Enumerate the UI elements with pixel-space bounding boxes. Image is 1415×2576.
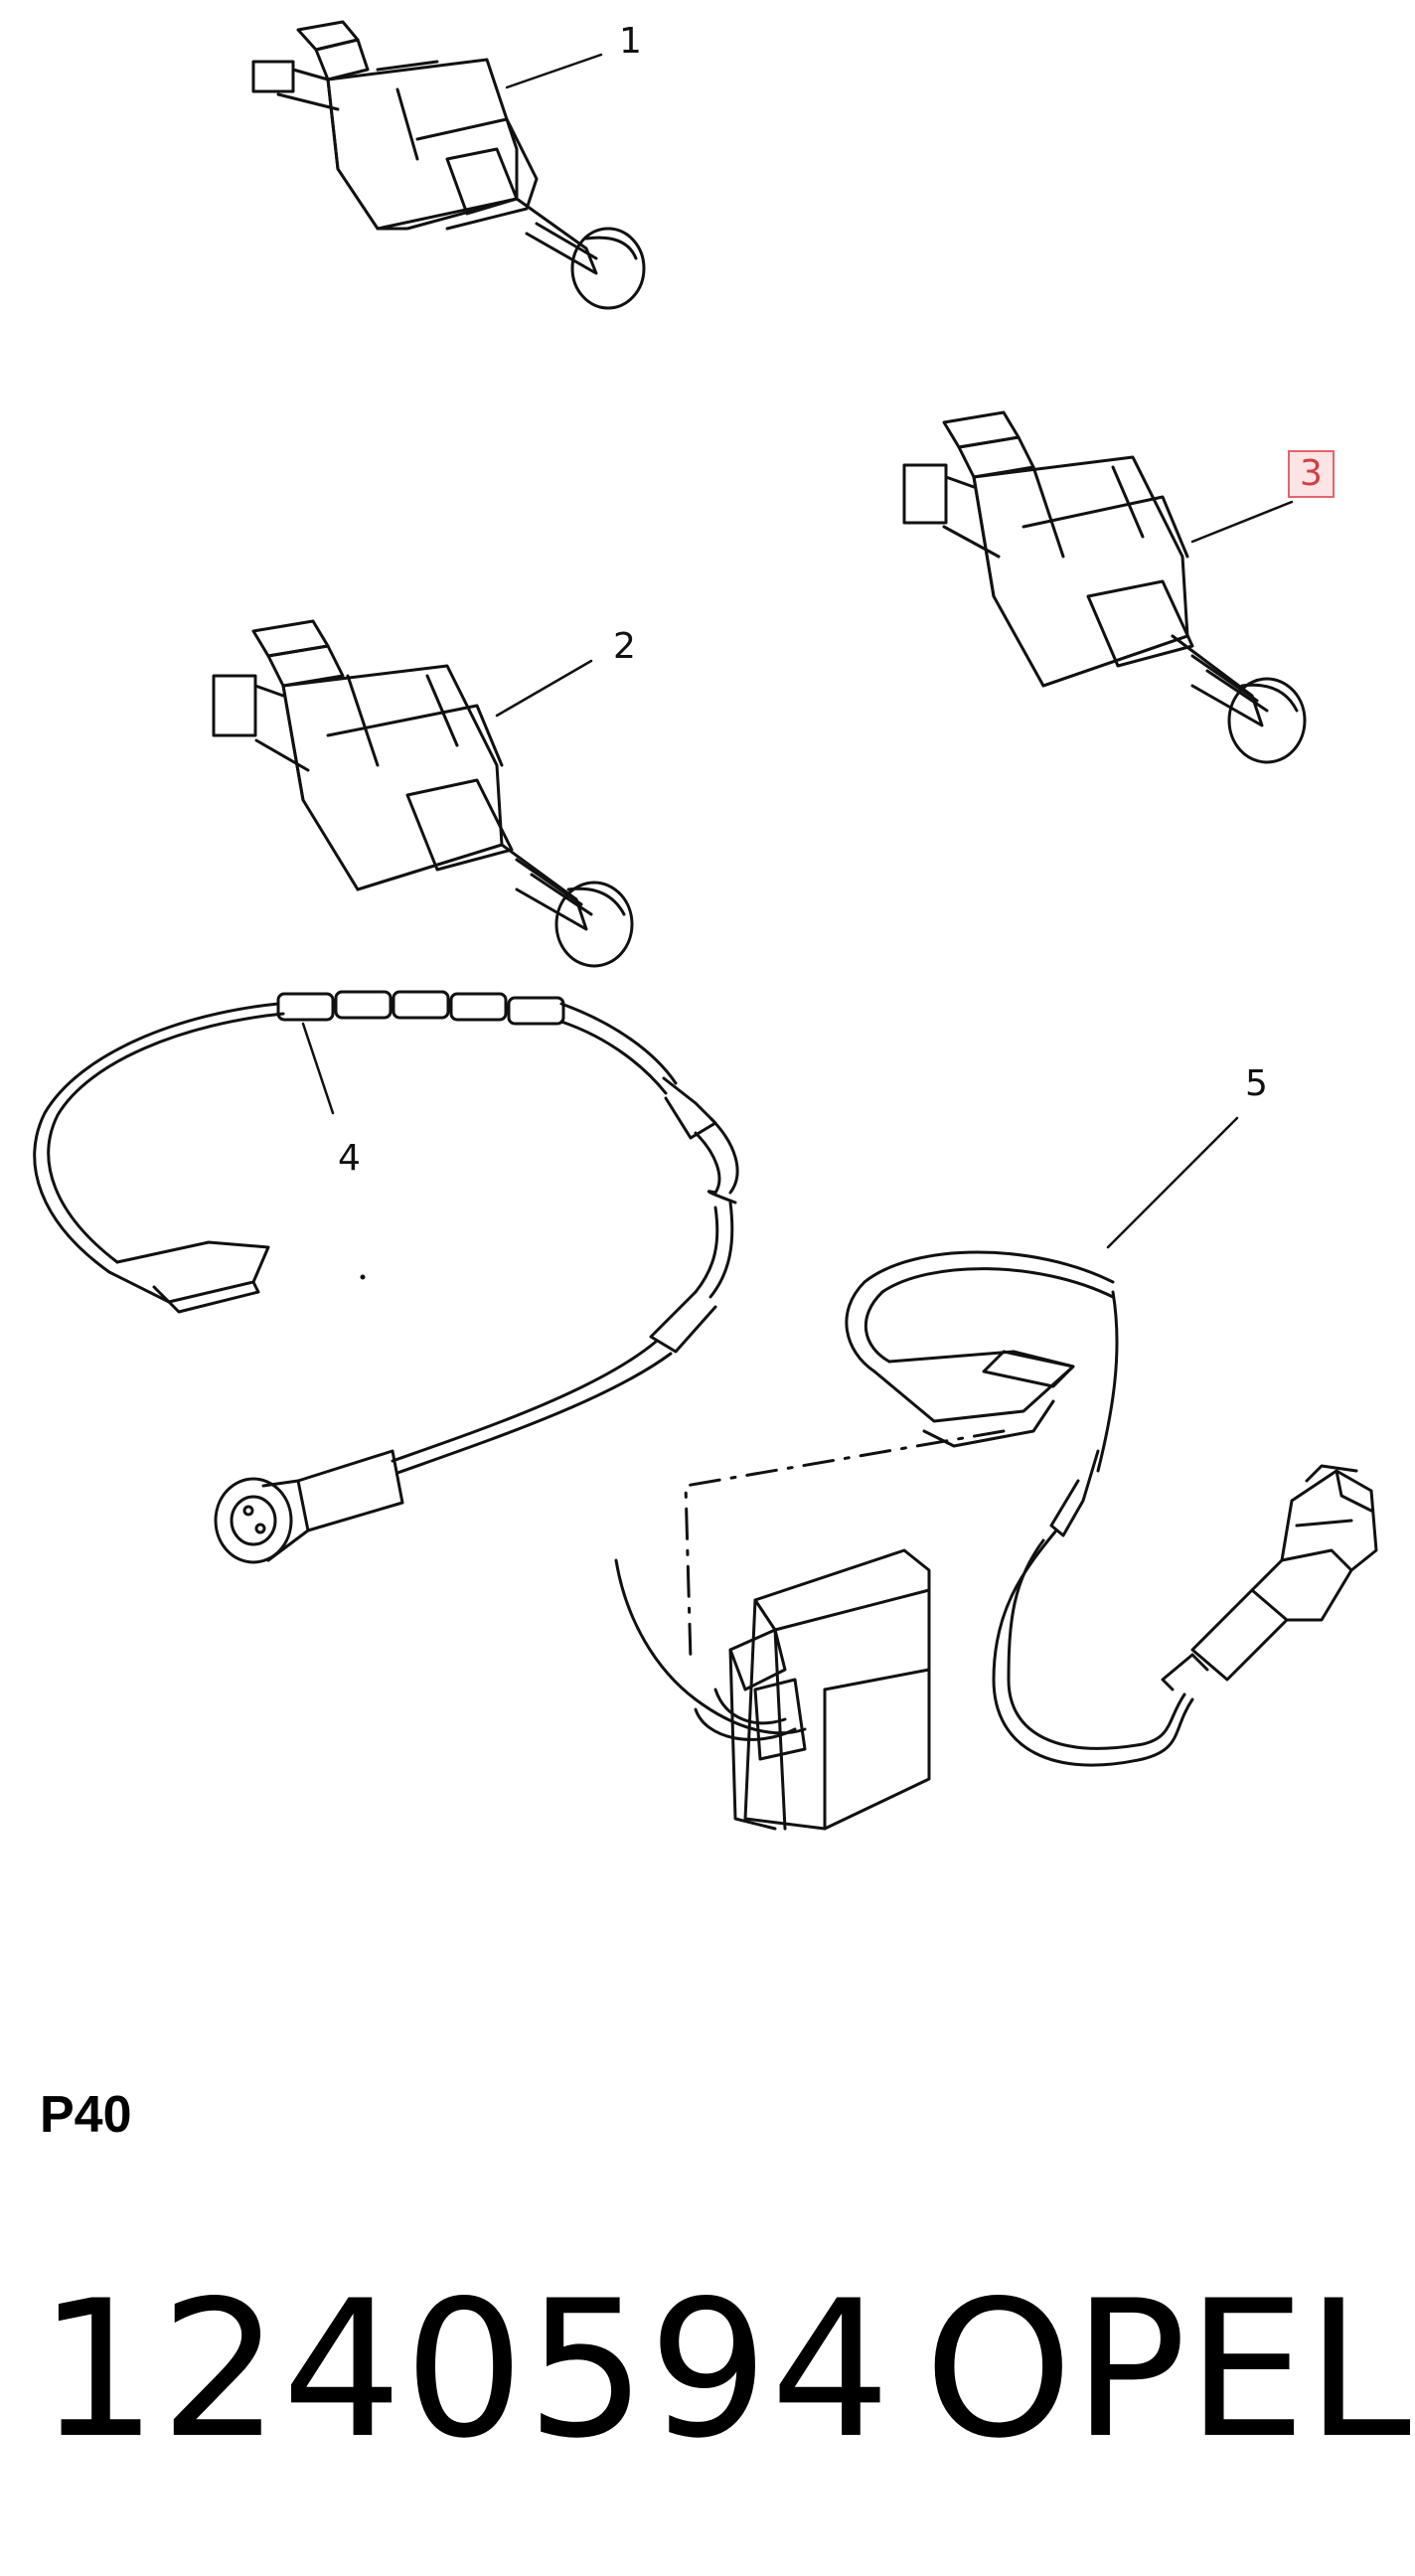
callout-2[interactable]: 2 [613,626,636,667]
leader-line-2 [495,659,593,718]
diagram-code: P40 [40,2086,132,2144]
callout-4[interactable]: 4 [338,1138,361,1179]
part-5-wear-sensor [614,1250,1378,1831]
leader-line-1 [505,53,603,89]
leader-line-5 [1106,1116,1239,1249]
callout-1[interactable]: 1 [619,21,642,62]
part-2-switch [212,619,634,968]
part-number: 1240594 [38,2260,893,2480]
leader-lines [301,53,1294,1249]
leader-line-4 [301,1022,335,1115]
part-1-switch [251,20,646,310]
brand-name: OPEL [924,2260,1412,2480]
part-4-wear-sensor [33,990,739,1564]
stray-dot [360,1274,366,1280]
leader-line-3 [1190,500,1294,544]
callout-3[interactable]: 3 [1288,450,1335,498]
part-3-switch [902,410,1307,764]
callout-5[interactable]: 5 [1245,1063,1268,1104]
